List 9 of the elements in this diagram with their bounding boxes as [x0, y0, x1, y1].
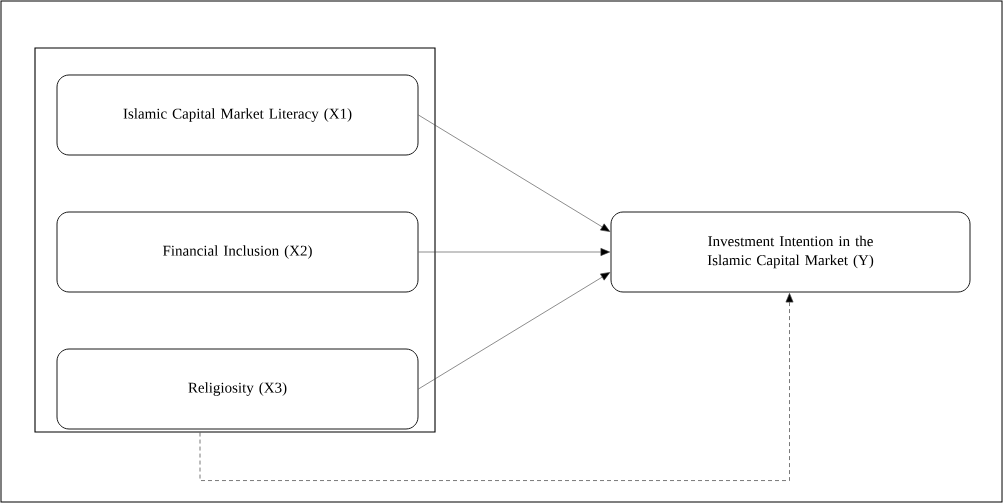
group-box — [34, 47, 436, 433]
variable-box: Investment Intention in the Islamic Capital Market (Y) — [610, 211, 971, 293]
variable-box: Financial Inclusion (X2) — [56, 211, 419, 293]
arrow — [418, 248, 611, 256]
arrow — [418, 114, 611, 232]
arrow — [418, 272, 611, 390]
arrow — [199, 293, 794, 481]
variable-box: Islamic Capital Market Literacy (X1) — [56, 74, 419, 156]
variable-box: Religiosity (X3) — [56, 348, 419, 430]
